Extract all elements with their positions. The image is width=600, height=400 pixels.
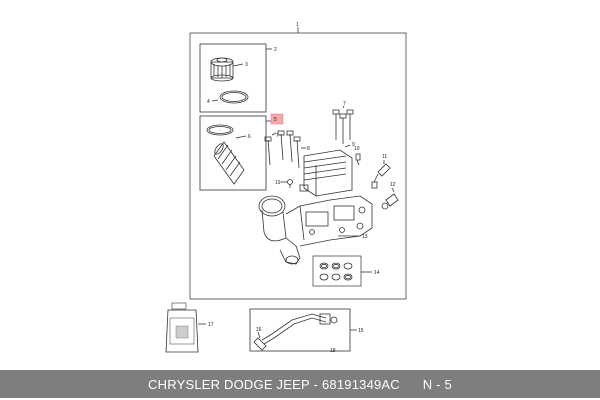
- footer-sheet: N - 5: [422, 376, 452, 392]
- sensor-plug: [355, 153, 361, 166]
- callout-17: 17: [208, 322, 214, 328]
- oil-bottle: [165, 302, 199, 353]
- callout-14: 14: [374, 270, 380, 276]
- callout-15: 15: [358, 328, 364, 334]
- oil-cooler: [299, 149, 353, 197]
- plug-19: [287, 179, 293, 185]
- filter-o-ring: [206, 124, 234, 136]
- footer-brands: CHRYSLER DODGE JEEP: [148, 376, 310, 392]
- callout-10: 10: [354, 146, 360, 152]
- filter-subassembly-box: [199, 115, 267, 191]
- upper-bolts: [332, 109, 354, 144]
- callout-13: 13: [362, 234, 368, 240]
- callout-19: 19: [275, 180, 281, 186]
- callout-1: 1: [296, 22, 299, 28]
- callout-11: 11: [382, 154, 387, 160]
- oil-pressure-sensor: [371, 163, 391, 189]
- cap-subassembly-box: [199, 43, 267, 113]
- callout-16: 16: [256, 327, 262, 333]
- callout-8: 8: [307, 146, 310, 152]
- highlighted-callout-box: [270, 113, 284, 125]
- callout-18: 18: [330, 348, 336, 354]
- callout-4: 4: [207, 99, 210, 105]
- seal-kit: [312, 255, 362, 287]
- footer-gap: [400, 377, 423, 392]
- temperature-sensor: [381, 193, 399, 210]
- parts-diagram: 1 2 3 4 5 6 7: [165, 22, 407, 354]
- footer-bar: CHRYSLER DODGE JEEP - 68191349AC N - 5: [0, 370, 600, 398]
- callout-7-upper: 7: [343, 101, 346, 107]
- oil-filter-element: [213, 141, 245, 185]
- cap-o-ring: [219, 90, 249, 104]
- callout-12: 12: [390, 182, 396, 188]
- mounting-bolts: [264, 130, 301, 169]
- oil-filter-housing: [258, 195, 373, 265]
- filter-cap: [210, 57, 234, 82]
- coolant-hose: [253, 313, 338, 351]
- callout-9: 9: [352, 142, 355, 148]
- callout-2: 2: [274, 47, 277, 53]
- callout-6: 6: [248, 134, 251, 140]
- callout-3: 3: [245, 62, 248, 68]
- callout-5: 5: [274, 117, 277, 123]
- callout-7-lower: 7: [276, 133, 279, 139]
- footer-part-number: 68191349AC: [321, 376, 400, 392]
- footer-separator: -: [309, 376, 322, 392]
